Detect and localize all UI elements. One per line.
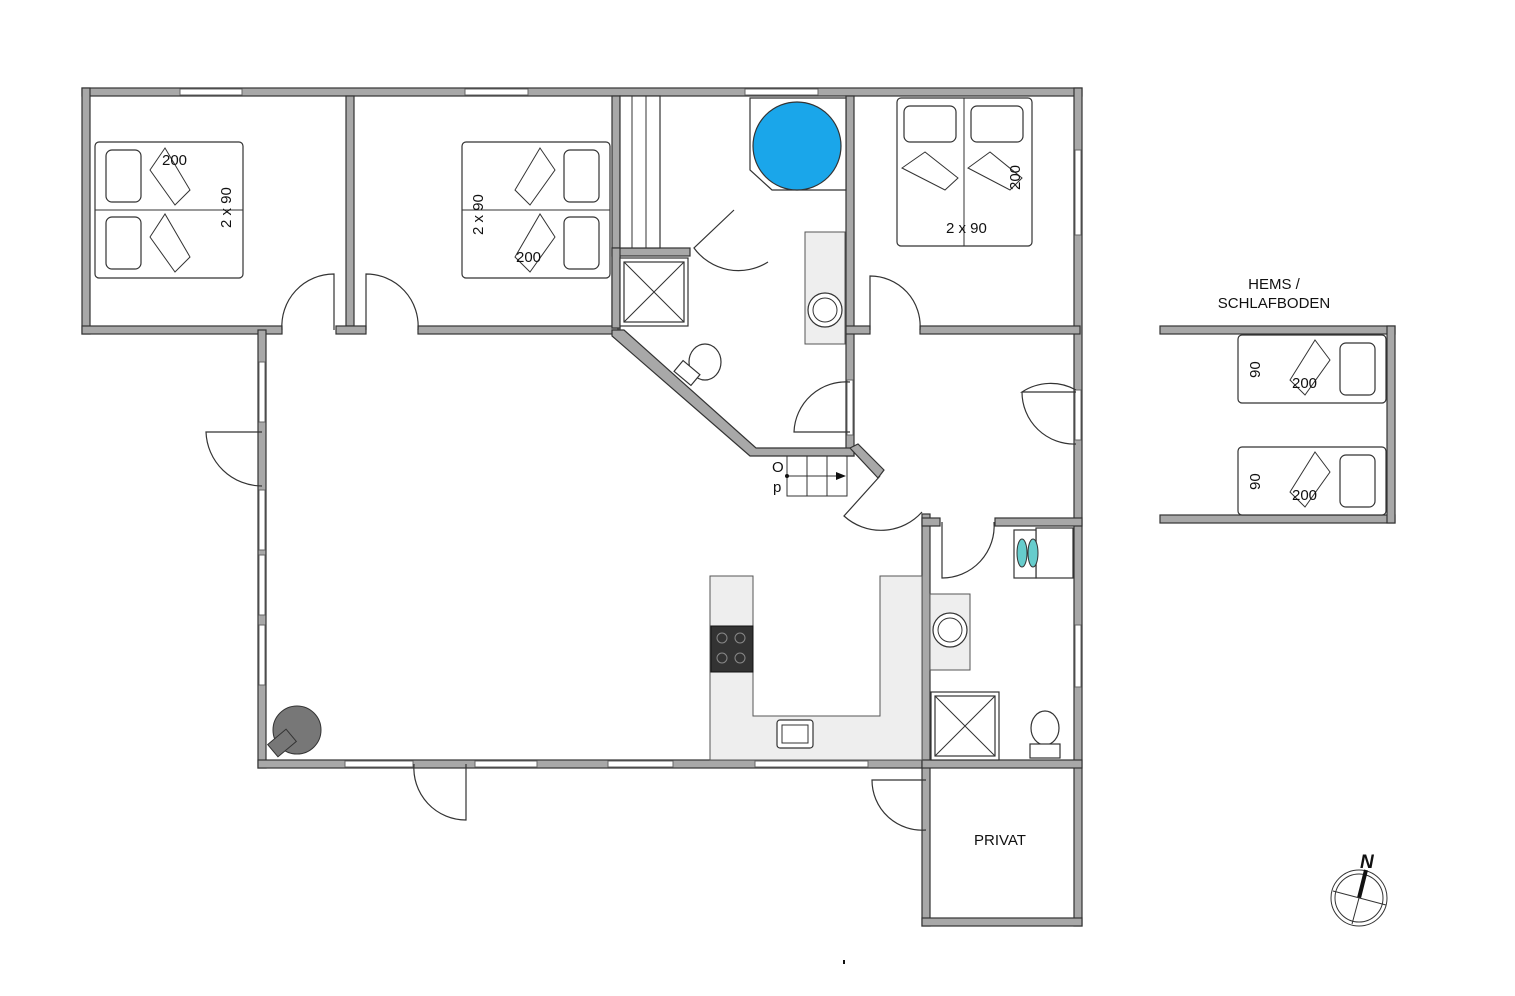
compass-north-label: N	[1360, 852, 1375, 873]
bedroom1-beds: 200 2 x 90	[94, 141, 244, 279]
loft-bed: 200 90	[1237, 446, 1387, 516]
stairs-label-bottom: p	[773, 479, 781, 496]
bathtub	[749, 97, 847, 191]
sink	[929, 593, 971, 671]
bed-width-label: 90	[1247, 361, 1264, 378]
bed-length-label: 200	[1007, 165, 1024, 190]
washing-machine	[1013, 527, 1074, 579]
bedroom2-beds: 200 2 x 90	[461, 141, 611, 279]
toilet	[1029, 710, 1061, 759]
shower	[930, 691, 1000, 761]
bed-width-label: 2 x 90	[470, 194, 487, 235]
bed-width-label: 2 x 90	[218, 187, 235, 228]
sauna-benches	[619, 95, 661, 249]
compass-icon: N	[1330, 852, 1388, 927]
bedroom3-beds: 2 x 90 200	[896, 97, 1033, 247]
room-label-schlafboden: SCHLAFBODEN	[1218, 295, 1331, 312]
shower	[619, 257, 689, 327]
sink	[804, 231, 846, 345]
walls	[81, 87, 1396, 927]
bed-length-label: 200	[162, 152, 187, 169]
loft-bed: 200 90	[1237, 334, 1387, 404]
room-label-hems: HEMS /	[1248, 276, 1301, 293]
windows	[179, 88, 1082, 768]
dot-mark	[843, 960, 845, 964]
toilet	[673, 343, 722, 387]
stairs: O p	[772, 455, 848, 497]
bed-length-label: 200	[516, 249, 541, 266]
bed-width-label: 90	[1247, 473, 1264, 490]
wood-stove	[266, 705, 322, 758]
kitchen-counter	[709, 575, 923, 761]
stairs-label-top: O	[772, 459, 784, 476]
doors	[205, 209, 1077, 831]
room-label-privat: PRIVAT	[974, 832, 1026, 849]
bed-width-label: 2 x 90	[946, 220, 987, 237]
bed-length-label: 200	[1292, 487, 1317, 504]
bed-length-label: 200	[1292, 375, 1317, 392]
